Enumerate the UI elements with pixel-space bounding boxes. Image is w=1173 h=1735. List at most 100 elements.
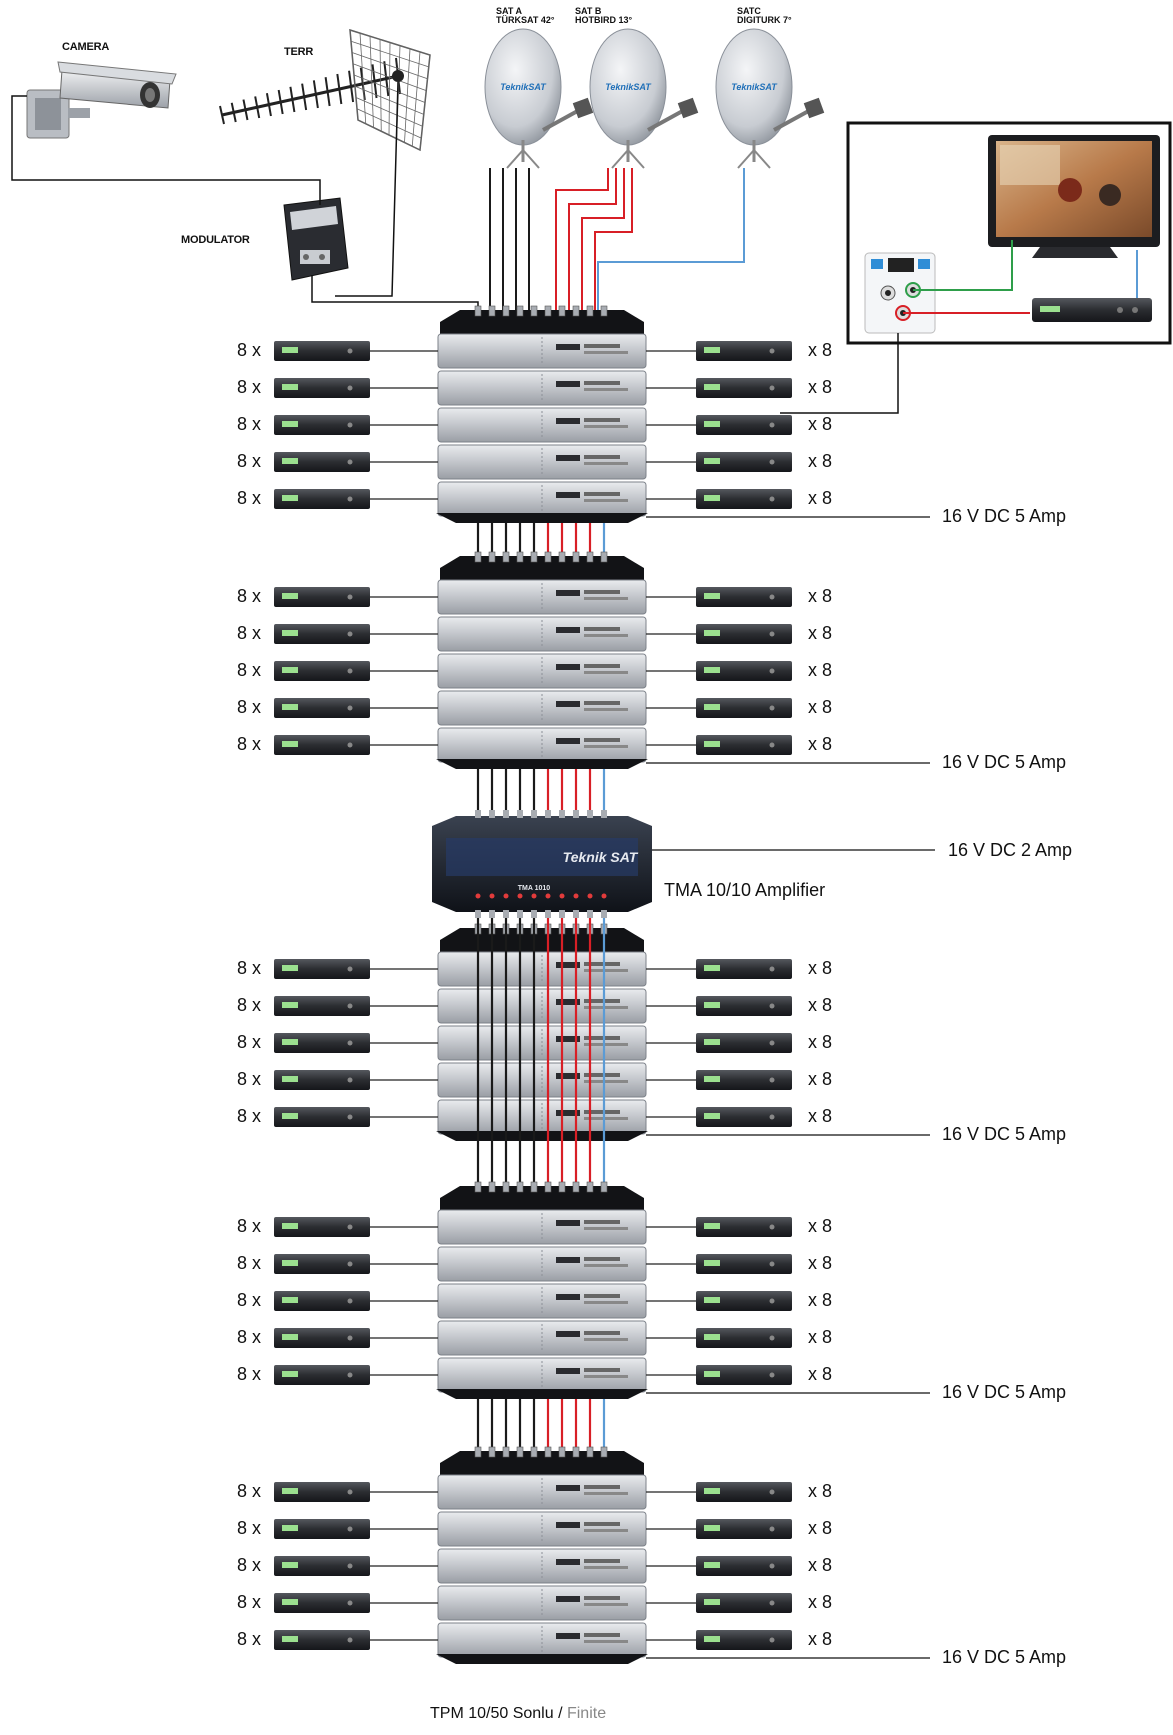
f-connector [601,910,607,918]
f-connector [516,1446,524,1458]
power-label: 16 V DC 5 Amp [942,1124,1067,1144]
receiver-icon [696,1033,792,1053]
switch-text [584,1227,628,1230]
f-connector [488,1446,496,1458]
receiver-icon [274,996,370,1016]
f-connector [502,1181,510,1193]
switch-head [440,556,644,582]
amplifier-brand: Teknik SAT [563,849,639,865]
receiver-display [704,667,720,673]
count-left-label: 8 x [237,1518,262,1538]
count-right-label: x 8 [808,1327,833,1347]
f-connector [559,910,565,918]
amplifier-led [531,893,537,899]
receiver-icon [696,661,792,681]
receiver-button [769,742,775,748]
switch-badge [556,999,580,1005]
receiver-display [282,1113,298,1119]
f-connector [516,551,524,563]
receiver-display [282,1076,298,1082]
switch-text [584,1375,628,1378]
multiswitch-groups [274,305,930,1664]
receiver-button [347,705,353,711]
receiver-icon [696,1070,792,1090]
switch-text [584,388,628,391]
count-left-label: 8 x [237,1106,262,1126]
f-connector [544,1446,552,1458]
receiver-button [347,1600,353,1606]
receiver-display [282,384,298,390]
receiver-button [347,385,353,391]
switch-foot [436,1389,648,1399]
tv-icon [988,135,1160,258]
switch-text [584,1338,628,1341]
receiver-button [347,1040,353,1046]
receiver-icon [696,489,792,509]
switch-badge [556,962,580,968]
receiver-icon [696,587,792,607]
count-right-label: x 8 [808,958,833,978]
receiver-icon [274,452,370,472]
receiver-display [282,704,298,710]
switch-text [584,671,628,674]
count-right-label: x 8 [808,586,833,606]
switch-text [584,1566,628,1569]
receiver-button [769,1372,775,1378]
receiver-icon [274,587,370,607]
count-right-label: x 8 [808,1069,833,1089]
sat-a-label-1: SAT A [496,6,522,16]
set-top-box-icon [1032,298,1152,322]
switch-badge [556,664,580,670]
switch-text [584,664,620,668]
f-connector [474,1446,482,1458]
dish-b-icon: TeknikSAT [589,28,699,169]
count-left-label: 8 x [237,1290,262,1310]
count-left-label: 8 x [237,488,262,508]
switch-text [584,425,628,428]
switch-badge [556,1331,580,1337]
f-connector [544,305,552,317]
switch-text [584,701,620,705]
receiver-display [704,1297,720,1303]
power-label: 16 V DC 5 Amp [942,1382,1067,1402]
switch-badge [556,1485,580,1491]
switch-badge [556,1633,580,1639]
sat-a-label-2: TÜRKSAT 42° [496,15,555,25]
receiver-display [282,1039,298,1045]
f-connector [558,1181,566,1193]
f-connector [544,1181,552,1193]
switch-badge [556,418,580,424]
receiver-button [769,385,775,391]
receiver-button [769,1563,775,1569]
switch-foot [436,759,648,769]
sat-b-label-2: HOTBIRD 13° [575,15,633,25]
receiver-display [282,741,298,747]
switch-text [584,590,620,594]
switch-text [584,418,620,422]
receiver-button [347,1114,353,1120]
receiver-button [769,1600,775,1606]
count-left-label: 8 x [237,1629,262,1649]
count-right-label: x 8 [808,488,833,508]
count-right-label: x 8 [808,1032,833,1052]
receiver-button [347,1077,353,1083]
f-connector [558,551,566,563]
count-left-label: 8 x [237,660,262,680]
receiver-display [704,593,720,599]
receiver-display [704,1371,720,1377]
switch-foot [436,513,648,523]
count-left-label: 8 x [237,734,262,754]
switch-text [584,999,620,1003]
receiver-display [704,1076,720,1082]
receiver-icon [696,452,792,472]
receiver-icon [696,1217,792,1237]
count-left-label: 8 x [237,1032,262,1052]
caption-finite: Finite [566,1705,607,1722]
switch-text [584,499,628,502]
receiver-display [282,421,298,427]
receiver-display [704,1488,720,1494]
switch-text [584,351,628,354]
f-connector [503,810,509,818]
amplifier-led [517,893,523,899]
